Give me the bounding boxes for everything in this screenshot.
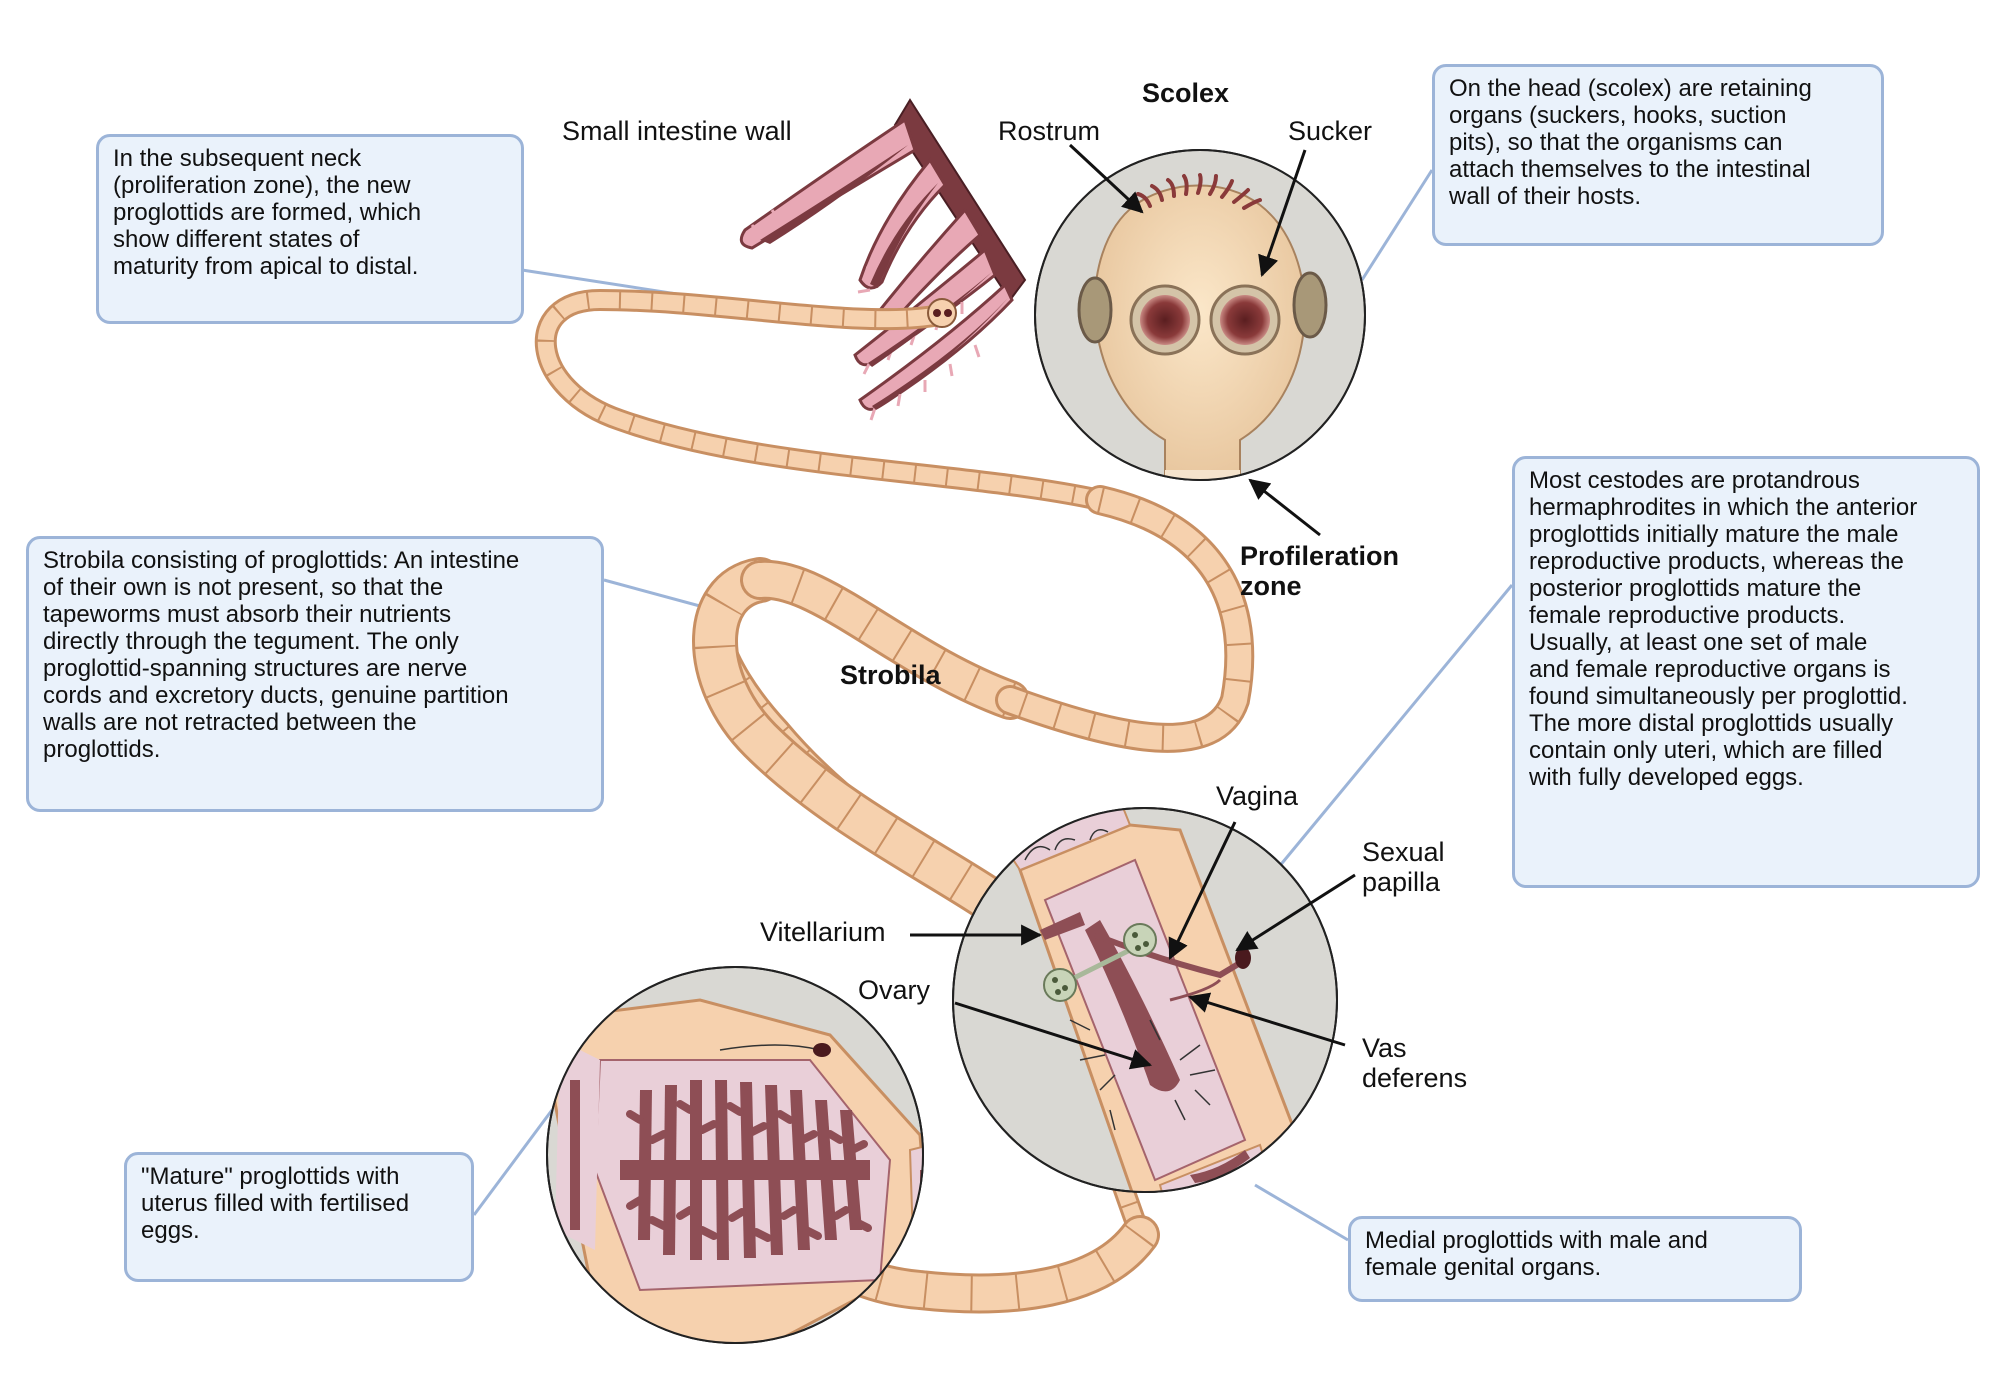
medial-proglottid-circle [952,807,1338,1193]
callout-line: proglottids. [43,736,161,763]
callout-line: organs (suckers, hooks, suction [1449,102,1787,129]
callout-line: show different states of [113,226,360,253]
callout-line: contain only uteri, which are filled [1529,737,1883,764]
callout-line: In the subsequent neck [113,145,362,172]
callout-line: with fully developed eggs. [1529,764,1804,791]
callout-line: proglottid-spanning structures are nerve [43,655,468,682]
callout-line: maturity from apical to distal. [113,253,419,280]
callout-line: pits), so that the organisms can [1449,129,1783,156]
callout-line: reproductive products, whereas the [1529,548,1904,575]
callout-neck: In the subsequent neck (proliferation zo… [96,134,524,324]
callout-hermaphrodites: Most cestodes are protandrous hermaphrod… [1512,456,1980,888]
intestine-wall [739,98,1027,421]
scolex-circle [1034,149,1366,481]
pointer-arrows [910,143,1356,1070]
callout-line: Usually, at least one set of male [1529,629,1868,656]
mature-proglottid-circle [546,966,924,1344]
label-sexual-papilla-line2: papilla [1362,867,1441,897]
label-small-intestine-wall: Small intestine wall [562,116,792,146]
callout-line: (proliferation zone), the new [113,172,411,199]
callout-strobila: Strobila consisting of proglottids: An i… [26,536,604,812]
label-vas-deferens-line1: Vas [1362,1033,1407,1063]
callout-line: and female reproductive organs is [1529,656,1891,683]
callout-line: wall of their hosts. [1449,183,1642,210]
label-vagina: Vagina [1216,781,1299,811]
callout-line: female genital organs. [1365,1254,1602,1281]
callout-line: female reproductive products. [1529,602,1846,629]
callout-line: directly through the tegument. The only [43,628,459,655]
callout-line: found simultaneously per proglottid. [1529,683,1908,710]
callout-line: Most cestodes are protandrous [1529,467,1860,494]
callout-line: tapeworms must absorb their nutrients [43,601,452,628]
callout-line: hermaphrodites in which the anterior [1529,494,1918,521]
callout-line: of their own is not present, so that the [43,574,444,601]
callout-line: The more distal proglottids usually [1529,710,1894,737]
label-proliferation-zone-line1: Profileration [1240,541,1400,571]
label-strobila: Strobila [840,660,941,690]
callout-medial: Medial proglottids with male and female … [1348,1216,1802,1302]
label-proliferation-zone-line2: zone [1240,571,1302,601]
callout-scolex: On the head (scolex) are retaining organ… [1432,64,1884,246]
label-vas-deferens-line2: deferens [1362,1063,1468,1093]
callout-line: proglottids initially mature the male [1529,521,1899,548]
callout-mature: "Mature" proglottids with uterus filled … [124,1152,474,1282]
callout-line: posterior proglottids mature the [1529,575,1862,602]
callout-line: "Mature" proglottids with [141,1163,400,1190]
callout-line: Medial proglottids with male and [1365,1227,1708,1254]
callout-line: proglottids are formed, which [113,199,422,226]
label-sexual-papilla-line1: Sexual [1362,837,1445,867]
label-scolex: Scolex [1142,78,1230,108]
callout-line: attach themselves to the intestinal [1449,156,1811,183]
callout-line: cords and excretory ducts, genuine parti… [43,682,509,709]
label-vitellarium: Vitellarium [760,917,886,947]
label-sucker: Sucker [1288,116,1373,146]
callout-line: Strobila consisting of proglottids: An i… [43,547,520,574]
callout-line: On the head (scolex) are retaining [1449,75,1812,102]
strobila-body [534,288,1255,1314]
label-rostrum: Rostrum [998,116,1101,146]
callout-line: eggs. [141,1217,200,1244]
callout-line: walls are not retracted between the [43,709,417,736]
callout-line: uterus filled with fertilised [141,1190,410,1217]
label-ovary: Ovary [858,975,931,1005]
